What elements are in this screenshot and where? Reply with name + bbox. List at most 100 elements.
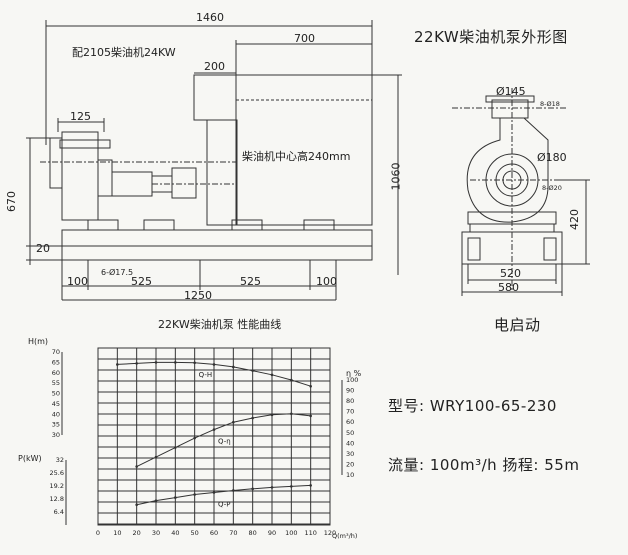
series-Q-P-point xyxy=(309,484,312,487)
series-Q-H-point xyxy=(309,384,312,388)
h-axis-label: H(m) xyxy=(28,337,48,346)
dim-inlet-diameter: Ø180 xyxy=(537,151,567,164)
dim-outlet-diameter: Ø145 xyxy=(496,85,526,98)
dim-outlet-holes: 8-Ø18 xyxy=(540,100,560,108)
dim-base-width: 580 xyxy=(498,281,519,294)
x-tick-label: 50 xyxy=(191,529,199,537)
h-tick-label: 40 xyxy=(52,410,60,418)
series-Q-P-line xyxy=(136,484,311,506)
eta-tick-label: 50 xyxy=(346,429,354,437)
eta-tick-label: 70 xyxy=(346,408,354,416)
series-Q-η-point xyxy=(290,412,293,416)
series-Q-P-point xyxy=(270,486,274,489)
h-tick-label: 45 xyxy=(52,400,60,408)
series-Q-η-point xyxy=(154,455,158,459)
series-label: Q-η xyxy=(218,438,231,446)
x-tick-label: 80 xyxy=(249,529,257,537)
dim-span-left: 525 xyxy=(131,275,152,288)
volute-casing xyxy=(466,117,549,223)
x-tick-label: 40 xyxy=(171,529,179,537)
h-tick-label: 55 xyxy=(52,379,60,387)
dim-overall-length: 1460 xyxy=(196,11,224,24)
fuel-tank xyxy=(193,74,237,121)
h-tick-label: 35 xyxy=(52,421,60,429)
series-label: Q-H xyxy=(199,371,213,379)
h-tick-label: 70 xyxy=(52,348,60,356)
engine-model-label: 配2105柴油机24KW xyxy=(72,46,176,59)
series-label: Q-P xyxy=(218,501,230,509)
eta-tick-label: 10 xyxy=(346,471,354,479)
series-Q-H-point xyxy=(290,378,293,382)
series-Q-H-point xyxy=(212,363,216,366)
series-Q-H-point xyxy=(193,361,196,365)
series-Q-η-point xyxy=(270,413,274,417)
series-Q-η-point xyxy=(251,416,254,420)
eta-tick-label: 80 xyxy=(346,397,354,405)
engine-center-height-label: 柴油机中心高240mm xyxy=(242,150,351,163)
series-Q-P-point xyxy=(232,489,235,492)
series-Q-H-point xyxy=(174,361,177,364)
p-tick-label: 6.4 xyxy=(54,508,64,516)
series-Q-P-point xyxy=(135,503,138,506)
dim-pump-width: 125 xyxy=(70,110,91,123)
chart-title: 22KW柴油机泵 性能曲线 xyxy=(158,318,282,331)
series-Q-H-point xyxy=(251,369,254,372)
model-line: 型号: WRY100-65-230 xyxy=(388,397,557,415)
series-Q-H-point xyxy=(270,373,274,377)
dim-tank-width: 200 xyxy=(204,60,225,73)
p-tick-label: 32 xyxy=(56,456,64,464)
p-tick-label: 25.6 xyxy=(50,469,64,477)
eta-axis-label: η % xyxy=(346,369,362,378)
x-tick-label: 10 xyxy=(113,529,121,537)
x-tick-label: 70 xyxy=(229,529,237,537)
x-tick-label: 100 xyxy=(285,529,297,537)
spec-line: 流量: 100m³/h 扬程: 55m xyxy=(388,456,580,474)
eta-tick-label: 100 xyxy=(346,376,358,384)
p-tick-label: 12.8 xyxy=(50,495,64,503)
x-tick-label: 120 xyxy=(324,529,336,537)
x-tick-label: 110 xyxy=(304,529,316,537)
series-Q-η-point xyxy=(135,465,138,468)
series-Q-P-point xyxy=(290,485,293,488)
x-tick-label: 90 xyxy=(268,529,276,537)
dim-base-height: 20 xyxy=(36,242,50,255)
series-Q-H-line xyxy=(117,361,311,387)
p-tick-label: 19.2 xyxy=(50,482,64,490)
dim-edge-right: 100 xyxy=(316,275,337,288)
series-Q-η-point xyxy=(232,420,235,424)
x-axis-label: Q(m³/h) xyxy=(332,532,357,540)
series-Q-η-point xyxy=(309,414,312,418)
drawing-title: 22KW柴油机泵外形图 xyxy=(414,28,568,46)
series-Q-η-point xyxy=(193,436,196,440)
dim-edge-left: 100 xyxy=(67,275,88,288)
series-Q-η-line xyxy=(136,413,311,468)
series-Q-P-point xyxy=(154,499,158,502)
dim-inlet-holes: 8-Ø20 xyxy=(542,184,562,192)
h-tick-label: 50 xyxy=(52,390,60,398)
series-Q-η-point xyxy=(212,428,216,431)
start-mode-label: 电启动 xyxy=(494,316,541,334)
eta-tick-label: 20 xyxy=(346,460,354,468)
x-tick-label: 30 xyxy=(152,529,160,537)
series-Q-P-point xyxy=(212,491,216,494)
dim-engine-length: 700 xyxy=(294,32,315,45)
p-axis-label: P(kW) xyxy=(18,454,42,463)
x-tick-label: 60 xyxy=(210,529,218,537)
x-tick-label: 20 xyxy=(133,529,141,537)
eta-tick-label: 60 xyxy=(346,418,354,426)
dim-base-length: 1250 xyxy=(184,289,212,302)
eta-tick-label: 90 xyxy=(346,387,354,395)
dim-span-right: 525 xyxy=(240,275,261,288)
coupling xyxy=(171,167,197,199)
series-Q-H-point xyxy=(232,365,235,369)
series-Q-P-point xyxy=(193,493,196,496)
h-tick-label: 65 xyxy=(52,358,60,366)
eta-tick-label: 30 xyxy=(346,450,354,458)
h-tick-label: 60 xyxy=(52,369,60,377)
series-Q-H-point xyxy=(116,363,119,366)
dim-foot-width: 520 xyxy=(500,267,521,280)
dim-bolt-holes: 6-Ø17.5 xyxy=(101,268,134,277)
series-Q-P-point xyxy=(251,487,254,491)
